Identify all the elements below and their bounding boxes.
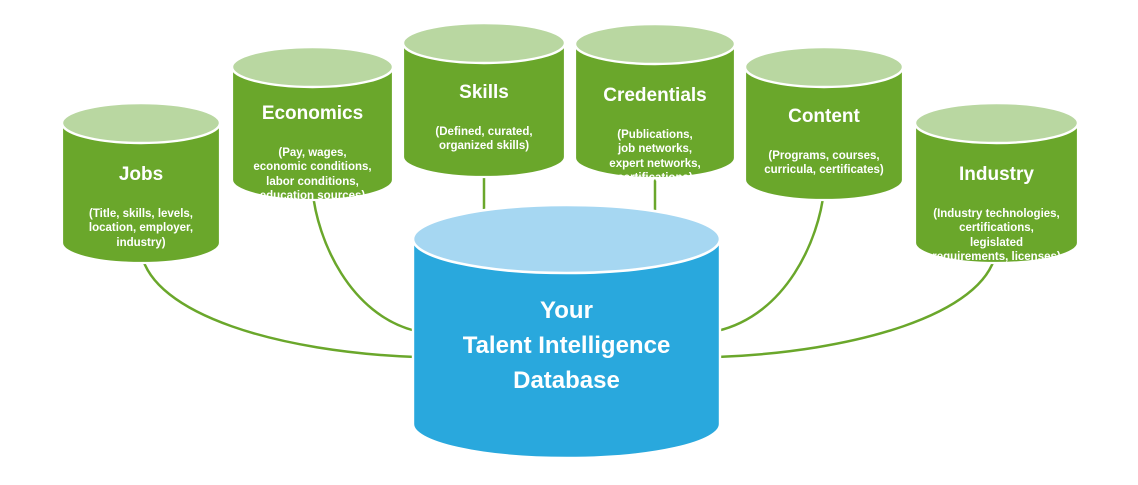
source-cylinder-label-content: Content (Programs, courses, curricula, c… bbox=[745, 88, 903, 196]
jobs-cylinder-top bbox=[60, 101, 222, 145]
source-title: Content bbox=[788, 106, 860, 127]
skills-cylinder-top bbox=[401, 21, 567, 65]
source-details: (Defined, curated, organized skills) bbox=[435, 126, 533, 153]
source-details: (Title, skills, levels, location, employ… bbox=[88, 208, 194, 249]
jobs-cylinder-shape bbox=[60, 101, 222, 265]
central-database-label: Your Talent Intelligence Database bbox=[462, 297, 671, 394]
credentials-cylinder-shape bbox=[573, 22, 737, 180]
credentials-cylinder-top bbox=[573, 22, 737, 66]
connector-content-line bbox=[715, 188, 826, 333]
content-cylinder-shape bbox=[743, 45, 905, 202]
source-details: (Pay, wages, economic conditions, labor … bbox=[253, 147, 372, 203]
central-database-cylinder-top bbox=[411, 203, 722, 275]
connector-economics-line bbox=[311, 188, 418, 333]
source-title: Economics bbox=[261, 103, 364, 124]
skills-cylinder-shape bbox=[401, 21, 567, 179]
source-details: (Publications, job networks, expert netw… bbox=[609, 129, 701, 185]
connector-industry-line bbox=[715, 250, 998, 359]
source-cylinder-label-industry: Industry (Industry technologies, certifi… bbox=[915, 146, 1078, 283]
source-details: (Industry technologies, certifications, … bbox=[932, 208, 1061, 264]
economics-cylinder-shape bbox=[230, 45, 395, 202]
industry-cylinder-shape bbox=[913, 101, 1080, 265]
source-cylinder-label-skills: Skills (Defined, curated, organized skil… bbox=[403, 64, 565, 172]
source-title: Jobs bbox=[118, 164, 164, 185]
source-cylinder-label-jobs: Jobs (Title, skills, levels, location, e… bbox=[62, 146, 220, 268]
source-title: Credentials bbox=[603, 85, 707, 106]
industry-cylinder-top bbox=[913, 101, 1080, 145]
source-cylinder-label-economics: Economics (Pay, wages, economic conditio… bbox=[232, 85, 393, 222]
source-title: Skills bbox=[459, 82, 509, 103]
source-title: Industry bbox=[959, 164, 1034, 185]
source-cylinder-label-credentials: Credentials (Publications, job networks,… bbox=[575, 67, 735, 204]
connector-jobs-line bbox=[139, 250, 418, 359]
content-cylinder-top bbox=[743, 45, 905, 89]
economics-cylinder-top bbox=[230, 45, 395, 89]
source-details: (Programs, courses, curricula, certifica… bbox=[764, 150, 884, 177]
central-database-cylinder-shape bbox=[411, 203, 722, 460]
